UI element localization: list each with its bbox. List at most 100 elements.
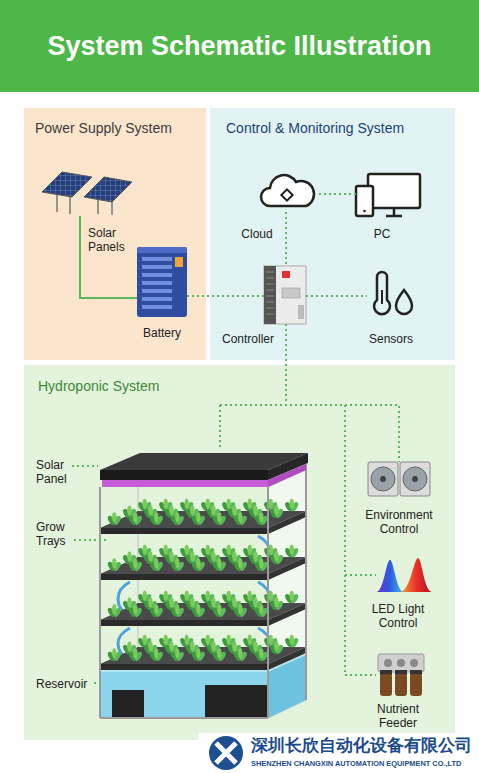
cloud-icon [261, 175, 314, 206]
pc-icon [386, 208, 402, 216]
grow-trays [206, 635, 210, 645]
controller-icon [282, 271, 290, 278]
grow-trays [254, 604, 270, 618]
grow-trays [112, 604, 116, 614]
title-bar [0, 0, 479, 92]
grow-trays [100, 499, 306, 670]
nutrient-feeder-icon [397, 659, 405, 667]
fan-icon [403, 467, 427, 491]
rack-back [268, 470, 306, 718]
pc-icon [356, 174, 420, 216]
battery-icon [142, 305, 172, 309]
component-node: LED Light Control [376, 558, 432, 592]
grow-trays [269, 506, 285, 520]
grow-trays [169, 552, 173, 562]
panel-grounds [24, 108, 206, 360]
nutrient-feeder-icon [378, 654, 424, 672]
grow-trays [175, 512, 179, 522]
grow-trays [191, 648, 207, 662]
grow-trays [268, 603, 306, 626]
component-label: Battery [143, 326, 181, 340]
grow-trays [149, 558, 165, 572]
grow-trays [107, 512, 123, 526]
grow-trays [112, 648, 116, 658]
grow-trays [254, 648, 270, 662]
grow-trays [196, 558, 200, 568]
grow-trays [259, 512, 263, 522]
battery-icon [142, 257, 172, 261]
grow-trays [211, 598, 215, 608]
controller-icon [264, 266, 276, 324]
grow-trays [143, 635, 147, 645]
grow-trays [211, 506, 215, 516]
component-label: Controller [222, 332, 274, 346]
component-label: Nutrient Feeder [365, 702, 431, 731]
leader-line [220, 405, 286, 450]
solar-array-icon [42, 172, 132, 215]
grow-trays [185, 591, 189, 601]
grow-trays [217, 558, 221, 568]
grow-trays [190, 552, 194, 562]
grow-trays [206, 591, 210, 601]
grow-trays [127, 598, 131, 608]
grow-trays [217, 604, 221, 614]
grow-trays [248, 635, 252, 645]
battery-icon [137, 247, 187, 317]
grow-trays [127, 552, 131, 562]
grow-trays [284, 545, 300, 559]
component-node: Cloud [258, 172, 316, 212]
grow-trays [212, 512, 228, 526]
signal-line [187, 295, 264, 297]
signal-line [285, 212, 287, 266]
grow-trays [269, 545, 273, 555]
component-label: LED Light Control [355, 602, 441, 631]
grow-trays [185, 545, 189, 555]
rack-frame [267, 487, 269, 718]
component-label: Environment Control [356, 508, 442, 537]
system-panel: Power Supply SystemSolar PanelsBattery [24, 108, 206, 360]
rack-frame [305, 464, 307, 700]
grow-trays [164, 499, 168, 509]
grow-trays [206, 499, 210, 509]
grow-trays [259, 648, 263, 658]
grow-trays [169, 506, 173, 516]
system-panel: Hydroponic SystemEnvironment ControlLED … [24, 365, 455, 740]
grow-trays [149, 512, 165, 526]
grow-trays [290, 499, 294, 509]
signal-line [316, 193, 356, 195]
grow-trays [259, 558, 263, 568]
footer-ground [209, 736, 243, 770]
reservoir-water [112, 690, 144, 718]
grow-trays [227, 545, 231, 555]
grow-trays [196, 512, 200, 522]
grow-trays [211, 642, 215, 652]
battery-icon [175, 257, 183, 267]
grow-trays [170, 512, 186, 526]
grow-trays [149, 648, 165, 662]
grow-trays [269, 591, 273, 601]
grow-trays [274, 506, 278, 516]
grow-trays [154, 512, 158, 522]
nutrient-feeder-icon [410, 674, 422, 696]
grow-trays [169, 598, 173, 608]
grow-trays [143, 499, 147, 509]
battery-icon [142, 265, 172, 269]
grow-trays [227, 499, 231, 509]
grow-trays [212, 558, 228, 572]
grow-trays [100, 664, 268, 670]
part-label: Reservoir [36, 677, 87, 691]
component-label: Solar Panels [88, 226, 136, 255]
rack-solar-panel [102, 480, 268, 487]
reservoir-water [100, 672, 268, 718]
component-node: Battery [137, 247, 187, 317]
grow-trays [284, 635, 300, 649]
fan-icon [380, 476, 386, 482]
nutrient-feeder-icon [384, 659, 392, 667]
system-panel: Control & Monitoring SystemCloudPCContro… [210, 108, 455, 360]
pc-icon [363, 210, 366, 213]
grow-trays [175, 648, 179, 658]
leader-line [74, 539, 106, 541]
grow-trays [233, 558, 249, 572]
grow-trays [107, 648, 123, 662]
grow-trays [290, 545, 294, 555]
